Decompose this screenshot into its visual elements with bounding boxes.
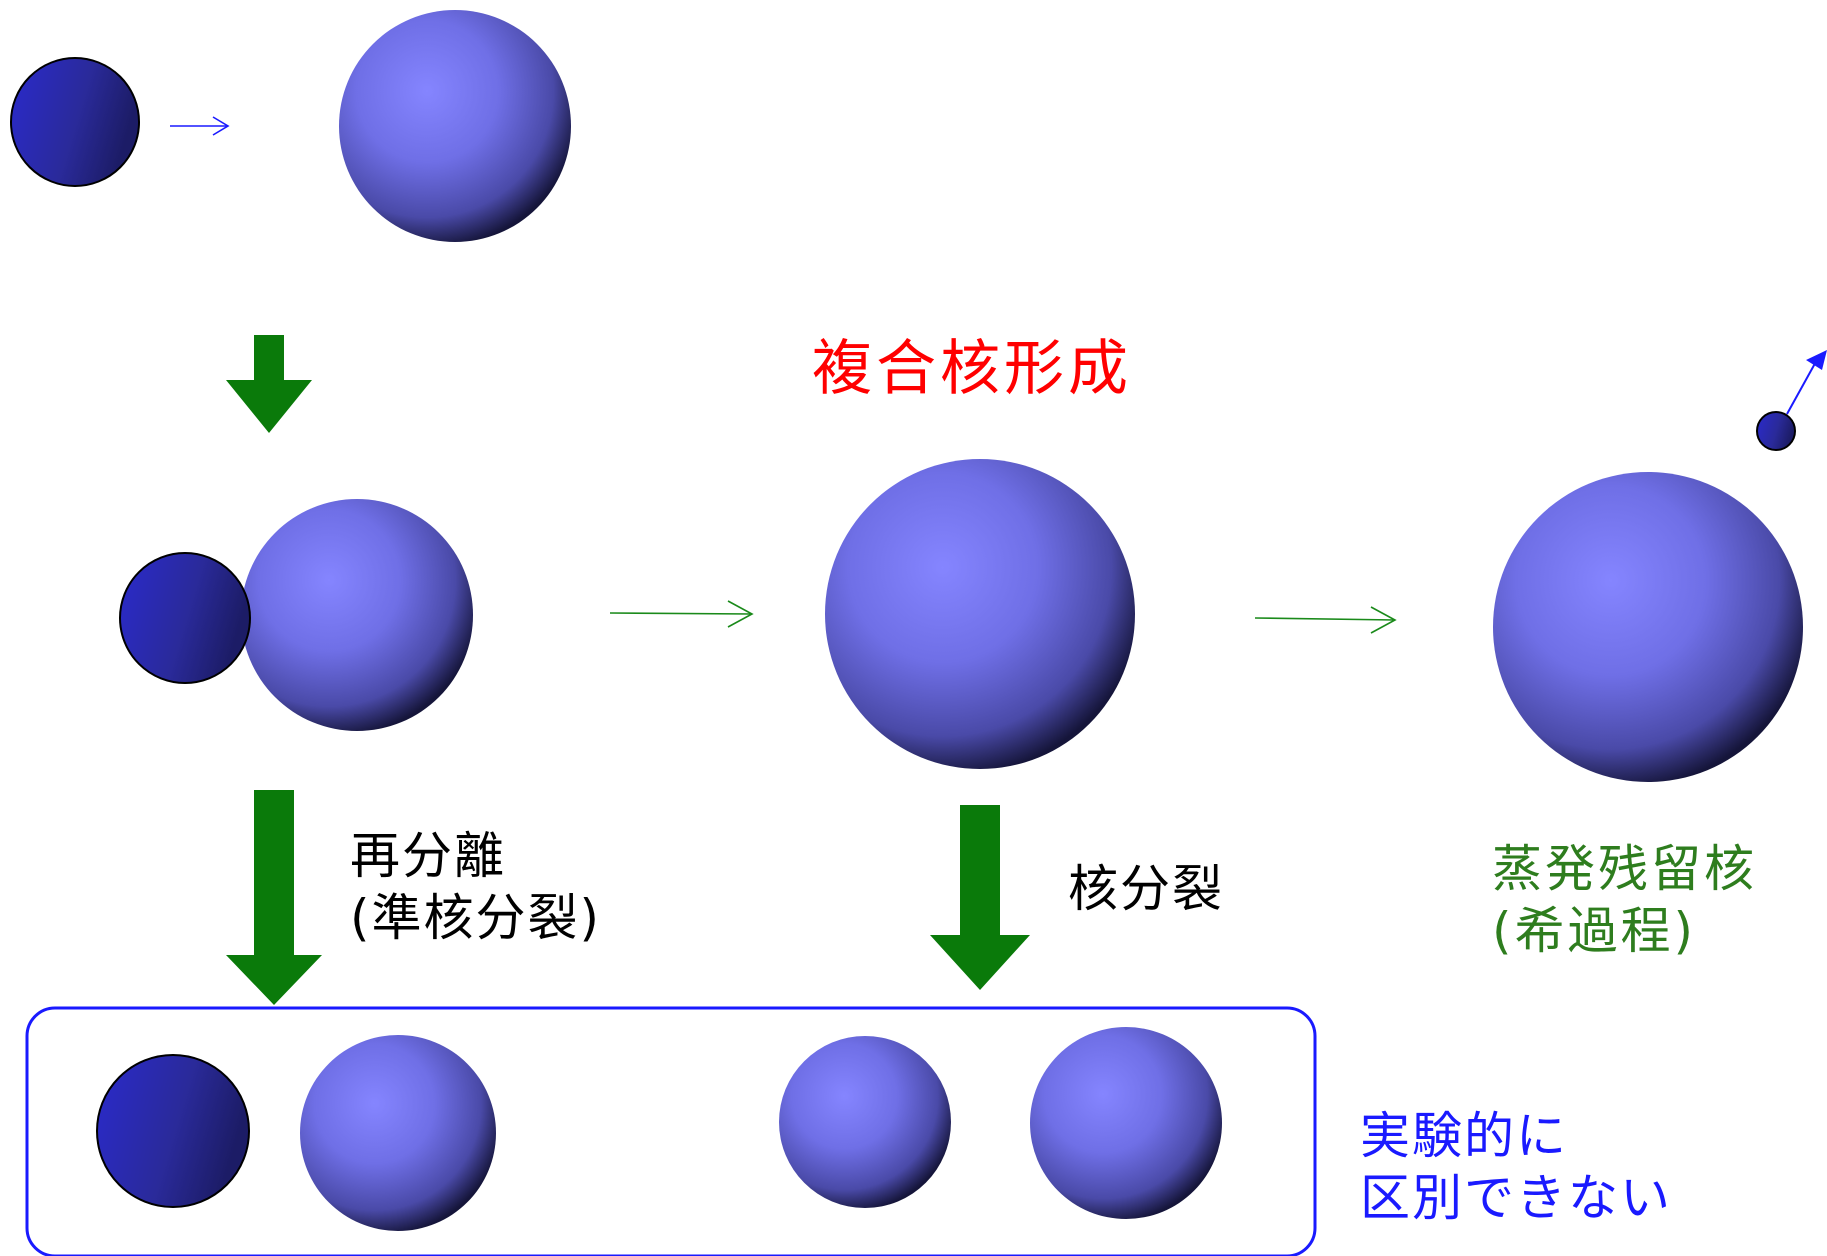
green-down-arrow-fission bbox=[930, 805, 1030, 990]
compound-nucleus-text: 複合核形成 bbox=[812, 334, 1132, 404]
reseparation-label: 再分離 (準核分裂) bbox=[350, 825, 601, 949]
thin-arrow-to-residue bbox=[1254, 606, 1397, 634]
quasi-fission-fragment-dark bbox=[96, 1054, 250, 1208]
evaporation-residue-label: 蒸発残留核 (希過程) bbox=[1492, 838, 1757, 962]
fission-text: 核分裂 bbox=[1068, 860, 1224, 918]
target-nucleus bbox=[339, 10, 571, 242]
thin-arrow-to-compound bbox=[609, 600, 754, 628]
reseparation-text: 再分離 bbox=[350, 827, 506, 885]
rare-process-text: (希過程) bbox=[1492, 902, 1697, 960]
quasi-fission-fragment-light bbox=[300, 1035, 496, 1231]
quasi-fission-text: (準核分裂) bbox=[350, 889, 602, 947]
fission-fragment-left bbox=[779, 1036, 951, 1208]
fission-fragment-right bbox=[1030, 1027, 1222, 1219]
compound-nucleus-label: 複合核形成 bbox=[812, 334, 1132, 404]
compound-nucleus bbox=[825, 459, 1135, 769]
fission-label: 核分裂 bbox=[1068, 858, 1224, 920]
indistinguishable-label: 実験的に 区別できない bbox=[1360, 1105, 1672, 1229]
contact-projectile-nucleus bbox=[119, 552, 251, 684]
experimentally-text: 実験的に bbox=[1360, 1107, 1568, 1165]
projectile-nucleus bbox=[10, 57, 140, 187]
green-down-arrow bbox=[226, 335, 312, 433]
indistinguishable-box bbox=[25, 1006, 1317, 1256]
green-down-arrow-reseparation bbox=[226, 790, 322, 1005]
emitted-particle bbox=[1756, 411, 1796, 451]
contact-target-nucleus bbox=[241, 499, 473, 731]
emission-arrow bbox=[1786, 350, 1827, 415]
indistinguishable-text: 区別できない bbox=[1360, 1169, 1672, 1227]
evaporation-residue-text: 蒸発残留核 bbox=[1492, 840, 1757, 898]
approach-arrow bbox=[170, 116, 230, 136]
evaporation-residue-nucleus bbox=[1493, 472, 1803, 782]
